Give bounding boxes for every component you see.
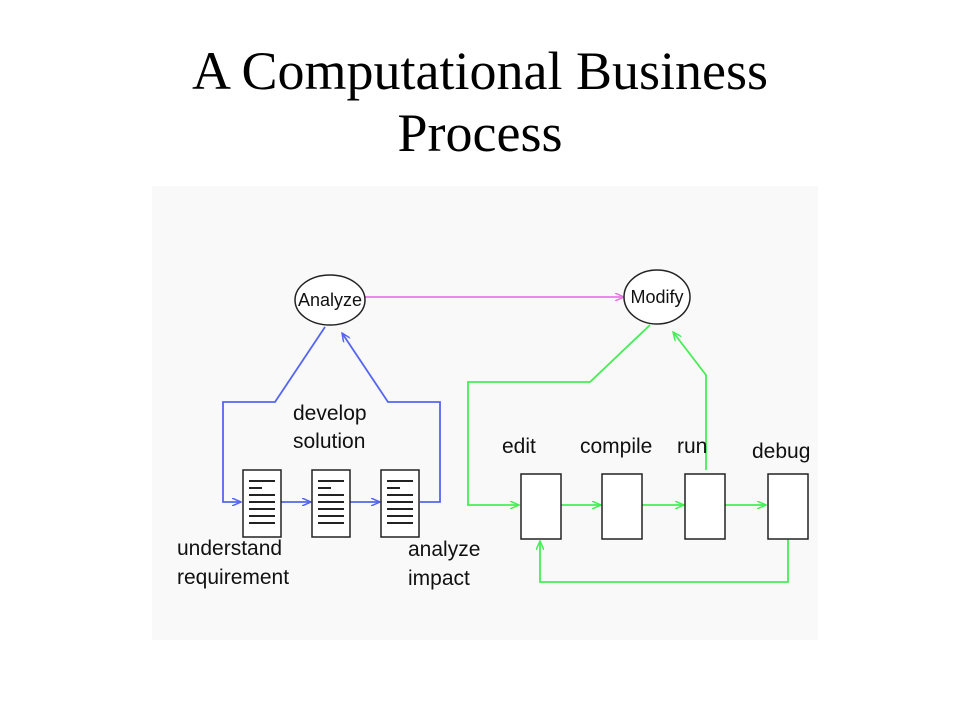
label-requirement: requirement — [177, 566, 289, 589]
label-develop: develop — [293, 402, 367, 425]
title-line-1: A Computational Business — [191, 41, 769, 101]
document-understand-requirement — [242, 469, 282, 538]
diagram-panel — [152, 186, 818, 640]
edit-box — [520, 473, 562, 540]
slide-title: A Computational Business Process — [0, 40, 960, 164]
modify-node — [623, 269, 691, 325]
compile-box — [601, 473, 643, 540]
debug-box — [767, 473, 809, 540]
analyze-node-label: Analyze — [298, 290, 362, 310]
label-debug: debug — [752, 440, 810, 463]
run-to-modify-arrow — [673, 332, 707, 470]
modify-to-edit-arrow — [467, 324, 651, 505]
label-run: run — [677, 435, 707, 458]
run-box — [684, 473, 726, 540]
title-line-2: Process — [397, 103, 563, 163]
impact-to-analyze-arrow — [342, 333, 441, 503]
analyze-node — [294, 274, 366, 326]
modify-node-label: Modify — [630, 287, 683, 307]
debug-to-edit-arrow — [540, 539, 789, 583]
analyze-to-requirement-arrow — [222, 326, 326, 502]
label-analyze: analyze — [408, 538, 480, 561]
label-understand: understand — [177, 537, 282, 560]
label-edit: edit — [502, 435, 536, 458]
document-analyze-impact — [380, 469, 420, 538]
label-compile: compile — [580, 435, 652, 458]
document-develop-solution — [311, 469, 351, 538]
label-impact: impact — [408, 567, 470, 590]
label-solution: solution — [293, 430, 365, 453]
